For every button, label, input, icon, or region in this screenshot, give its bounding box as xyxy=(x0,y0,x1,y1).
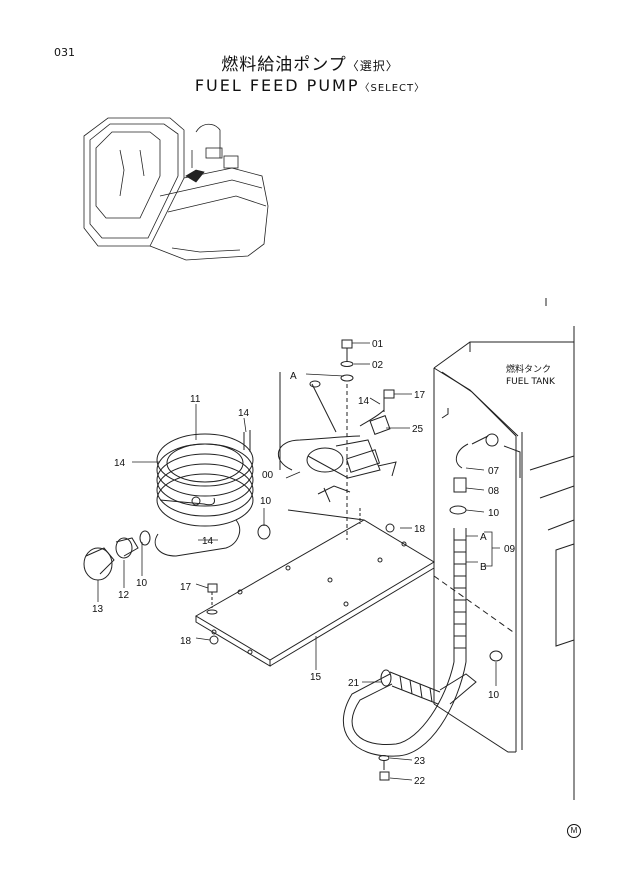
callout-14-pump: 14 xyxy=(358,396,370,407)
page-title-en: FUEL FEED PUMP〈SELECT〉 xyxy=(0,76,620,95)
callout-14-coil-left: 14 xyxy=(114,458,126,469)
callout-10-coil: 10 xyxy=(260,496,272,507)
callout-12: 12 xyxy=(118,590,130,601)
title-jp-text: 燃料給油ポンプ xyxy=(221,55,347,75)
callout-01: 01 xyxy=(372,339,384,350)
callout-07: 07 xyxy=(488,466,500,477)
fuel-tank-label-en: FUEL TANK xyxy=(506,377,556,387)
callout-14-coil-top: 14 xyxy=(238,408,250,419)
callout-02: 02 xyxy=(372,360,384,371)
callout-08: 08 xyxy=(488,486,500,497)
page-number: 031 xyxy=(54,46,75,59)
callout-13: 13 xyxy=(92,604,104,615)
callout-25: 25 xyxy=(412,424,424,435)
excavator-thumbnail xyxy=(83,117,269,261)
page-title-jp: 燃料給油ポンプ〈選択〉 xyxy=(0,50,620,75)
callout-23: 23 xyxy=(414,756,426,767)
callout-21: 21 xyxy=(348,678,360,689)
callout-a-hose: A xyxy=(480,532,487,543)
hose-coil xyxy=(154,430,254,557)
leader-lines xyxy=(97,342,500,781)
title-en-text: FUEL FEED PUMP xyxy=(194,76,360,95)
callout-11: 11 xyxy=(190,394,201,405)
callout-15: 15 xyxy=(310,672,322,683)
corner-mark: M xyxy=(567,824,581,838)
callout-09: 09 xyxy=(504,544,516,555)
callout-b-hose: B xyxy=(480,562,487,573)
callout-17-bracket: 17 xyxy=(180,582,192,593)
callout-17-top: 17 xyxy=(414,390,426,401)
callout-18-bracket: 18 xyxy=(180,636,192,647)
adapter-and-cap xyxy=(83,524,271,581)
title-jp-sub: 〈選択〉 xyxy=(346,59,399,73)
callout-18-plate: 18 xyxy=(414,524,426,535)
title-en-sub: 〈SELECT〉 xyxy=(359,83,426,94)
fuel-tank xyxy=(433,298,575,800)
callout-22: 22 xyxy=(414,776,426,787)
callout-10-fitting: 10 xyxy=(488,508,500,519)
fuel-tank-label-jp: 燃料タンク xyxy=(506,363,551,375)
callout-10-adapter: 10 xyxy=(136,578,148,589)
suction-hose xyxy=(342,433,517,757)
callout-a-top: A xyxy=(290,371,297,382)
callout-labels: 01 02 A 17 14 25 11 14 14 00 10 14 10 12… xyxy=(92,339,556,787)
fuel-pump xyxy=(277,372,397,503)
callout-10-clamp: 10 xyxy=(488,690,500,701)
callout-14-coil-bottom: 14 xyxy=(202,536,214,547)
bracket-plate xyxy=(195,509,435,667)
callout-00: 00 xyxy=(262,470,274,481)
